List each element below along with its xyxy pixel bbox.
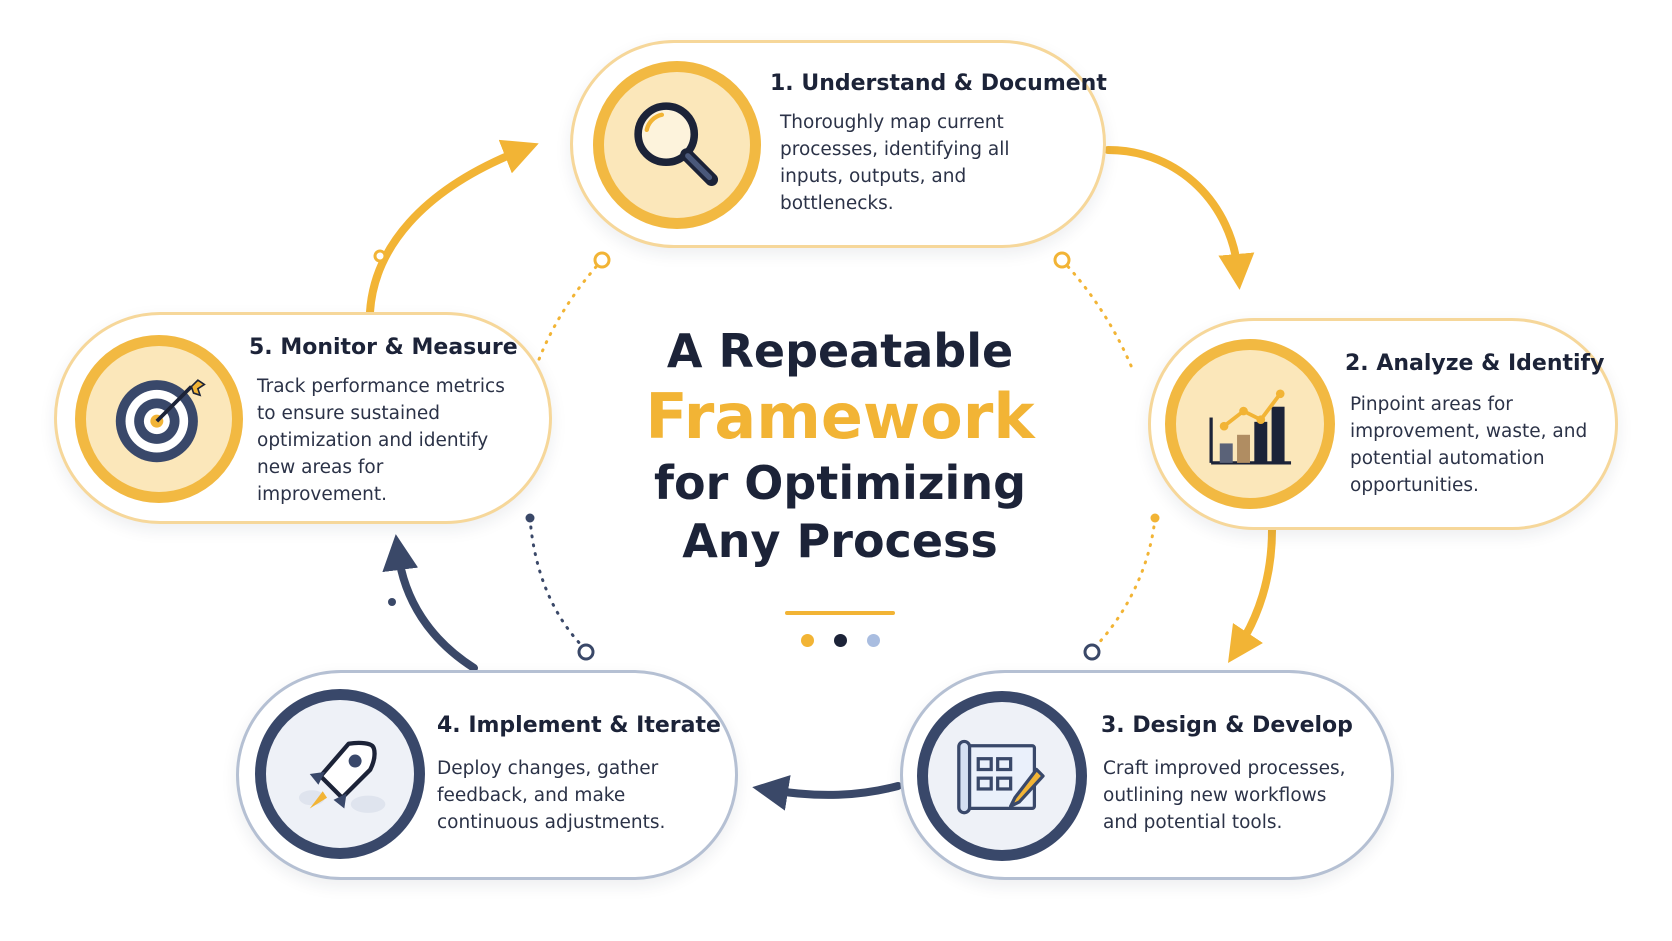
guide-node xyxy=(1053,251,1071,269)
guide-node xyxy=(1150,513,1160,523)
title-line-4: Any Process xyxy=(682,514,998,568)
step-description-understand: Thoroughly map current processes, identi… xyxy=(780,112,1010,214)
bar-chart-icon xyxy=(1209,389,1292,465)
rocket-icon xyxy=(298,740,386,813)
step-card-analyze: 2. Analyze & Identify Pinpoint areas for… xyxy=(1148,318,1618,530)
step-badge-design xyxy=(917,691,1087,861)
guide-node xyxy=(593,251,611,269)
step-description-implement: Deploy changes, gather feedback, and mak… xyxy=(437,758,666,833)
target-icon xyxy=(115,379,206,463)
arrow-step1-to-step2 xyxy=(1104,146,1255,290)
title-line-3: for Optimizing xyxy=(653,456,1027,510)
guide-top-left xyxy=(536,258,604,364)
guide-node xyxy=(577,643,595,661)
step-badge-analyze xyxy=(1165,339,1335,509)
pager-dot-light xyxy=(867,634,880,647)
step-title-understand: 1. Understand & Document xyxy=(770,71,1107,96)
step-card-monitor: 5. Monitor & Measure Track performance m… xyxy=(54,312,552,524)
step-title-implement: 4. Implement & Iterate xyxy=(437,713,721,738)
title-line-2: Framework xyxy=(645,380,1035,453)
guide-node xyxy=(525,513,535,523)
step-badge-monitor xyxy=(75,335,243,503)
guide-node xyxy=(1083,643,1101,661)
arrow-step5-to-step1 xyxy=(366,139,539,316)
title-underline xyxy=(785,611,895,615)
magnifier-icon xyxy=(634,102,719,187)
step-badge-implement xyxy=(255,689,425,859)
step-card-design: 3. Design & Develop Craft improved proce… xyxy=(900,670,1394,880)
arrow-step4-to-step5 xyxy=(382,534,478,672)
step-description-analyze: Pinpoint areas for improvement, waste, a… xyxy=(1350,394,1588,496)
step-description-monitor: Track performance metrics to ensure sust… xyxy=(257,376,505,505)
pager-dot-navy xyxy=(834,634,847,647)
arrow-step2-to-step3 xyxy=(1228,526,1276,663)
title-line-1: A Repeatable xyxy=(666,324,1014,378)
step-title-monitor: 5. Monitor & Measure xyxy=(249,335,518,360)
arrow-tail-dot xyxy=(373,249,387,263)
step-badge-understand xyxy=(593,61,761,229)
step-card-understand: 1. Understand & Document Thoroughly map … xyxy=(570,40,1107,248)
arrow-step3-to-step4 xyxy=(752,775,902,811)
guide-left xyxy=(528,516,586,650)
guide-right xyxy=(1092,516,1157,650)
step-title-analyze: 2. Analyze & Identify xyxy=(1345,351,1605,376)
pager-dot-gold xyxy=(801,634,814,647)
step-title-design: 3. Design & Develop xyxy=(1101,713,1353,738)
blueprint-icon xyxy=(957,739,1045,815)
step-card-implement: 4. Implement & Iterate Deploy changes, g… xyxy=(236,670,738,880)
arrow-tail-dot xyxy=(388,598,396,606)
step-description-design: Craft improved processes, outlining new … xyxy=(1103,758,1346,833)
framework-title: A Repeatable Framework for Optimizing An… xyxy=(560,322,1120,570)
